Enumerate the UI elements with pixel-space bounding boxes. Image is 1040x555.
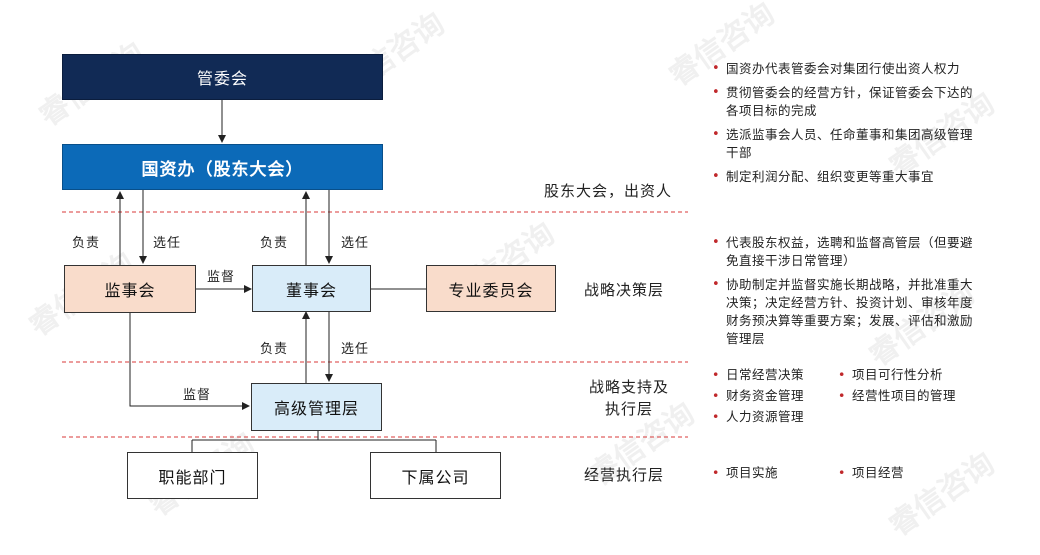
edge-label-jiandu: 监督 [183, 388, 212, 403]
edge-label-jiandu: 监督 [207, 270, 236, 285]
support-note-item: 日常经营决策 [710, 366, 804, 384]
note-item: 选派监事会人员、任命董事和集团高级管理干部 [710, 126, 982, 162]
shareholder-notes: 国资办代表管委会对集团行使出资人权力 贯彻管委会的经营方针，保证管委会下达的各项… [710, 60, 982, 192]
layer-title-support-line1: 战略支持及 [588, 378, 669, 396]
edge-label-xuanren: 选任 [341, 236, 370, 251]
layer-title-support-line2: 执行层 [604, 400, 653, 418]
edge-label-xuanren: 选任 [153, 236, 182, 251]
strategy-notes: 代表股东权益，选聘和监督高管层（但要避免直接干涉日常管理） 协助制定并监督实施长… [710, 234, 982, 354]
note-item: 代表股东权益，选聘和监督高管层（但要避免直接干涉日常管理） [710, 234, 982, 270]
jianshihui-box: 监事会 [64, 265, 196, 313]
operation-note-item: 项目经营 [836, 464, 904, 482]
operation-note-item: 项目实施 [710, 464, 778, 482]
note-item: 制定利润分配、组织变更等重大事宜 [710, 168, 982, 186]
guoziban-box: 国资办（股东大会） [62, 144, 383, 190]
zhuanye-weiyuanhui-box: 专业委员会 [426, 265, 556, 312]
edge-label-xuanren: 选任 [341, 342, 370, 357]
layer-title-operation: 经营执行层 [583, 466, 664, 484]
xiashu-gongsi-box: 下属公司 [370, 452, 501, 499]
layer-title-strategy: 战略决策层 [583, 281, 664, 299]
layer-title-shareholder: 股东大会，出资人 [543, 182, 672, 200]
support-note-item: 人力资源管理 [710, 408, 804, 426]
zhineng-bumen-box: 职能部门 [127, 452, 258, 499]
edge-label-fuze: 负责 [260, 236, 289, 251]
guanweihui-box: 管委会 [62, 54, 383, 100]
support-note-item: 经营性项目的管理 [836, 387, 956, 405]
layer-title-support: 战略支持及 执行层 [570, 376, 688, 420]
edge-label-fuze: 负责 [260, 342, 289, 357]
dongshihui-box: 董事会 [252, 265, 371, 312]
note-item: 国资办代表管委会对集团行使出资人权力 [710, 60, 982, 78]
support-note-item: 财务资金管理 [710, 387, 804, 405]
support-note-item: 项目可行性分析 [836, 366, 943, 384]
note-item: 贯彻管委会的经营方针，保证管委会下达的各项目标的完成 [710, 84, 982, 120]
edge-label-fuze: 负责 [72, 236, 101, 251]
gaoji-guanliceng-box: 高级管理层 [251, 383, 382, 431]
note-item: 协助制定并监督实施长期战略，并批准重大决策；决定经营方针、投资计划、审核年度财务… [710, 276, 982, 348]
